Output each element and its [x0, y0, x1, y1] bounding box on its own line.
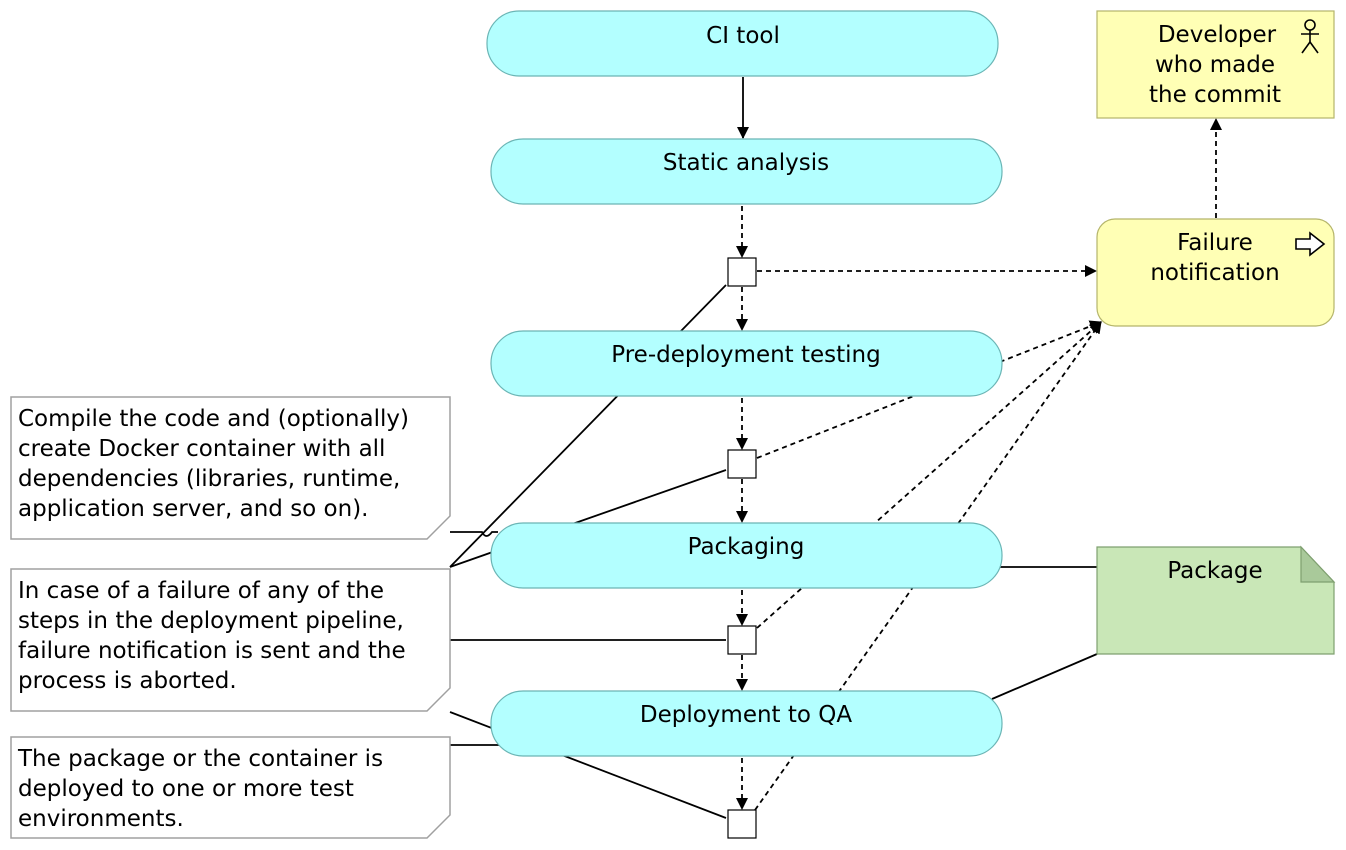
process-static-analysis[interactable]: Static analysis: [490, 138, 1003, 205]
process-pre-deployment-testing[interactable]: Pre-deployment testing: [490, 330, 1003, 397]
developer-actor[interactable]: Developer who made the commit: [1096, 10, 1335, 119]
process-deployment-to-qa-label: Deployment to QA: [640, 702, 852, 728]
process-packaging[interactable]: Packaging: [490, 522, 1003, 589]
note-failure[interactable]: In case of a failure of any of the steps…: [10, 568, 451, 712]
note-compile-line-2: create Docker container with all: [18, 436, 385, 462]
process-ci-tool-label: CI tool: [706, 23, 780, 49]
process-ci-tool[interactable]: CI tool: [486, 10, 999, 77]
note-deploy[interactable]: The package or the container is deployed…: [10, 736, 451, 839]
junctions: [727, 257, 757, 839]
developer-line-3: the commit: [1149, 82, 1281, 108]
failure-notification-line-2: notification: [1150, 260, 1279, 286]
package-label: Package: [1167, 558, 1262, 584]
package-artifact[interactable]: Package: [1096, 545, 1336, 655]
note-failure-line-1: In case of a failure of any of the: [18, 578, 384, 604]
note-deploy-line-3: environments.: [18, 806, 184, 832]
note-failure-line-2: steps in the deployment pipeline,: [18, 608, 404, 634]
junction-box[interactable]: [727, 449, 757, 479]
process-pre-deployment-testing-label: Pre-deployment testing: [611, 342, 881, 368]
junction-box[interactable]: [727, 257, 757, 287]
process-packaging-label: Packaging: [688, 534, 805, 560]
note-failure-line-3: failure notification is sent and the: [18, 638, 406, 664]
note-failure-line-4: process is aborted.: [18, 668, 237, 694]
process-deployment-to-qa[interactable]: Deployment to QA: [490, 690, 1003, 757]
process-static-analysis-label: Static analysis: [663, 150, 829, 176]
note-compile[interactable]: Compile the code and (optionally) create…: [10, 396, 451, 540]
note-compile-line-1: Compile the code and (optionally): [18, 406, 409, 432]
note-deploy-line-1: The package or the container is: [17, 746, 383, 772]
actor-icon: [1301, 19, 1319, 54]
failure-notification-line-1: Failure: [1177, 230, 1253, 256]
note-compile-line-3: dependencies (libraries, runtime,: [18, 466, 400, 492]
folded-corner: [1300, 545, 1336, 583]
junction-box[interactable]: [727, 809, 757, 839]
developer-line-2: who made: [1155, 52, 1275, 78]
event-arrow-icon: [1295, 231, 1326, 257]
failure-notification-event[interactable]: Failure notification: [1096, 218, 1335, 327]
assoc-compile-note-packaging: [450, 531, 498, 537]
note-deploy-line-2: deployed to one or more test: [18, 776, 354, 802]
assoc-deployment-package: [991, 653, 1098, 700]
developer-line-1: Developer: [1158, 22, 1277, 48]
note-compile-line-4: application server, and so on).: [18, 496, 369, 522]
junction-box[interactable]: [727, 625, 757, 655]
